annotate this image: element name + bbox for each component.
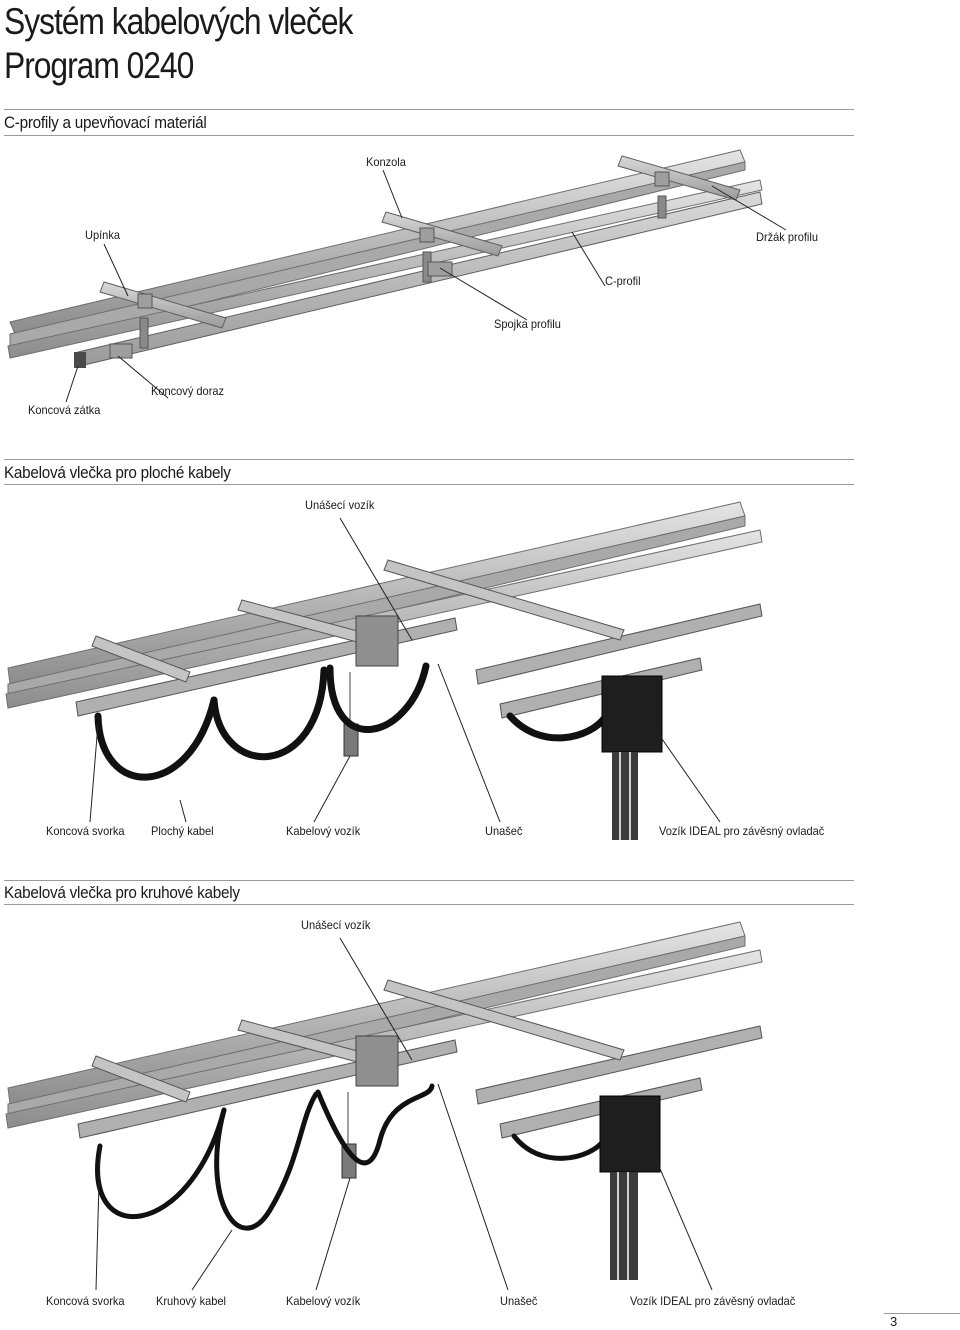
page-title-line-1: Systém kabelových vleček	[4, 1, 353, 42]
section-1-bottom-rule	[4, 135, 854, 136]
page-title-line-2: Program 0240	[4, 45, 194, 86]
section-3-top-rule	[4, 880, 854, 881]
label-koncova-svorka-2: Koncová svorka	[46, 1294, 125, 1308]
bracket-2	[381, 211, 503, 257]
i-beam	[9, 149, 746, 335]
section-1-top-rule	[4, 109, 854, 110]
label-koncovy-doraz: Koncový doraz	[151, 384, 225, 398]
label-unaseci-vozik-1: Unášecí vozík	[305, 498, 375, 512]
label-vozik-ideal-1: Vozík IDEAL pro závěsný ovladač	[659, 824, 825, 838]
label-unasec-2: Unašeč	[500, 1294, 538, 1308]
flat-cable-festoon-illustration	[5, 501, 763, 840]
label-kruhovy-kabel: Kruhový kabel	[156, 1294, 226, 1308]
c-profile-illustration	[7, 149, 787, 403]
label-upinka: Upínka	[85, 228, 120, 242]
label-plochy-kabel: Plochý kabel	[151, 824, 214, 838]
label-unaseci-vozik-2: Unášecí vozík	[301, 918, 371, 932]
label-spojka-profilu: Spojka profilu	[494, 317, 561, 331]
label-koncova-svorka-1: Koncová svorka	[46, 824, 125, 838]
section-2-top-rule	[4, 459, 854, 460]
label-koncova-zatka: Koncová zátka	[28, 403, 101, 417]
bracket-1	[99, 281, 227, 329]
end-cap-shape	[74, 352, 86, 368]
page-number: 3	[890, 1314, 898, 1329]
label-vozik-ideal-2: Vozík IDEAL pro závěsný ovladač	[630, 1294, 796, 1308]
section-3-bottom-rule	[4, 904, 854, 905]
label-konzola: Konzola	[366, 155, 406, 169]
section-3-title: Kabelová vlečka pro kruhové kabely	[4, 883, 240, 902]
label-kabelovy-vozik-1: Kabelový vozík	[286, 824, 361, 838]
label-kabelovy-vozik-2: Kabelový vozík	[286, 1294, 361, 1308]
label-drzak-profilu: Držák profilu	[756, 230, 818, 244]
section-2-title: Kabelová vlečka pro ploché kabely	[4, 463, 231, 482]
section-2-bottom-rule	[4, 484, 854, 485]
round-cable-festoon-illustration	[5, 921, 763, 1290]
label-c-profil: C-profil	[605, 274, 641, 288]
footer-rule	[884, 1313, 960, 1314]
section-1-title: C-profily a upevňovací materiál	[4, 113, 207, 132]
label-unasec-1: Unašeč	[485, 824, 523, 838]
